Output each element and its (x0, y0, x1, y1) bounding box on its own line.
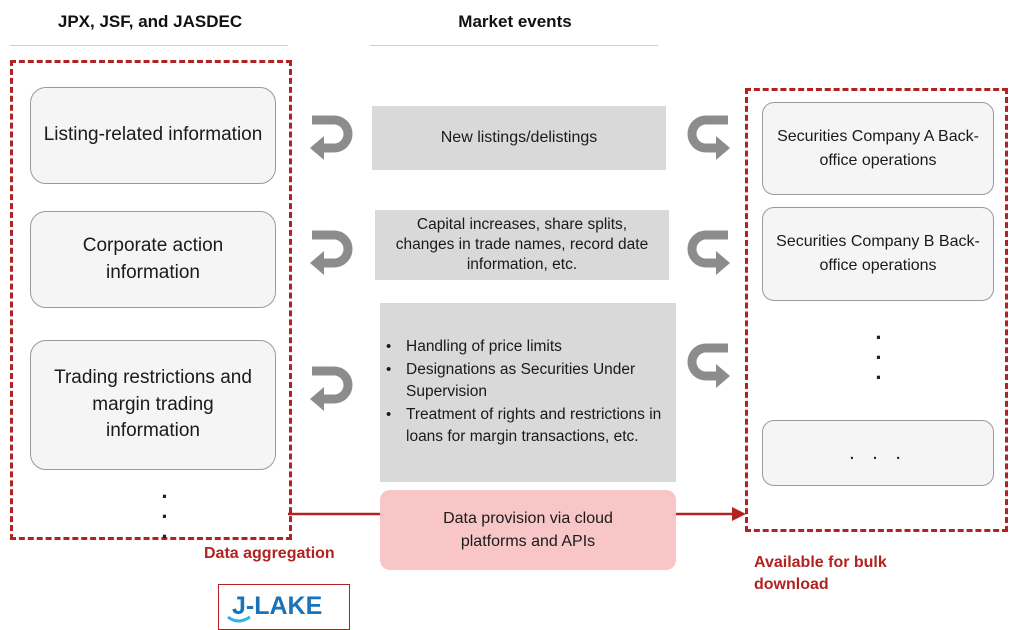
bulk-download-label: Available for bulk download (754, 554, 887, 594)
u-turn-arrow-icon (310, 115, 353, 160)
event-label: New listings/delistings (440, 128, 598, 146)
data-provision-box: Data provision via cloud platforms and A… (380, 490, 676, 570)
source-corporate-action: Corporate action information (30, 211, 276, 308)
source-trading-restrictions: Trading restrictions and margin trading … (30, 340, 276, 470)
destination-label: Securities Company A Back-office operati… (777, 127, 979, 169)
destination-company-a: Securities Company A Back-office operati… (762, 102, 994, 195)
destination-more: . . . (762, 420, 994, 486)
source-listing-info: Listing-related information (30, 87, 276, 184)
event-label: Capital increases, share splits, changes… (395, 215, 649, 274)
event-new-listings: New listings/delistings (372, 106, 666, 170)
header-market-events: Market events (458, 12, 572, 31)
event-bullet-list: Handling of price limits Designations as… (380, 336, 676, 448)
u-turn-arrow-icon (310, 230, 353, 275)
u-turn-arrow-icon (687, 343, 730, 388)
vertical-ellipsis-icon: ··· (875, 325, 883, 390)
destination-company-b: Securities Company B Back-office operati… (762, 207, 994, 301)
source-label: Corporate action information (82, 234, 224, 283)
j-lake-logo: J-LAKE (218, 584, 350, 630)
source-group-frame (10, 60, 292, 540)
event-price-limits: Handling of price limits Designations as… (380, 303, 676, 482)
event-bullet-item: Designations as Securities Under Supervi… (386, 359, 676, 404)
destination-label: Securities Company B Back-office operati… (776, 233, 980, 274)
header-sources: JPX, JSF, and JASDEC (57, 12, 243, 31)
source-label: Trading restrictions and margin trading … (54, 366, 252, 442)
u-turn-arrow-icon (687, 115, 730, 160)
event-capital-increases: Capital increases, share splits, changes… (375, 210, 669, 280)
svg-text:J-LAKE: J-LAKE (232, 592, 322, 620)
destination-group-frame (745, 88, 1008, 532)
event-bullet-item: Treatment of rights and restrictions in … (386, 404, 676, 449)
u-turn-arrow-icon (310, 366, 353, 411)
j-lake-logo-mark: J-LAKE (227, 592, 322, 623)
source-label: Listing-related information (43, 124, 263, 146)
vertical-ellipsis-icon: ··· (161, 484, 169, 549)
u-turn-arrow-icon (687, 230, 730, 275)
event-bullet-item: Handling of price limits (386, 336, 676, 358)
destination-label: . . . (849, 442, 907, 464)
provision-label: Data provision via cloud platforms and A… (443, 509, 613, 550)
header-events-underline (370, 45, 658, 46)
header-sources-underline (10, 45, 288, 46)
data-aggregation-label: Data aggregation (204, 545, 335, 562)
